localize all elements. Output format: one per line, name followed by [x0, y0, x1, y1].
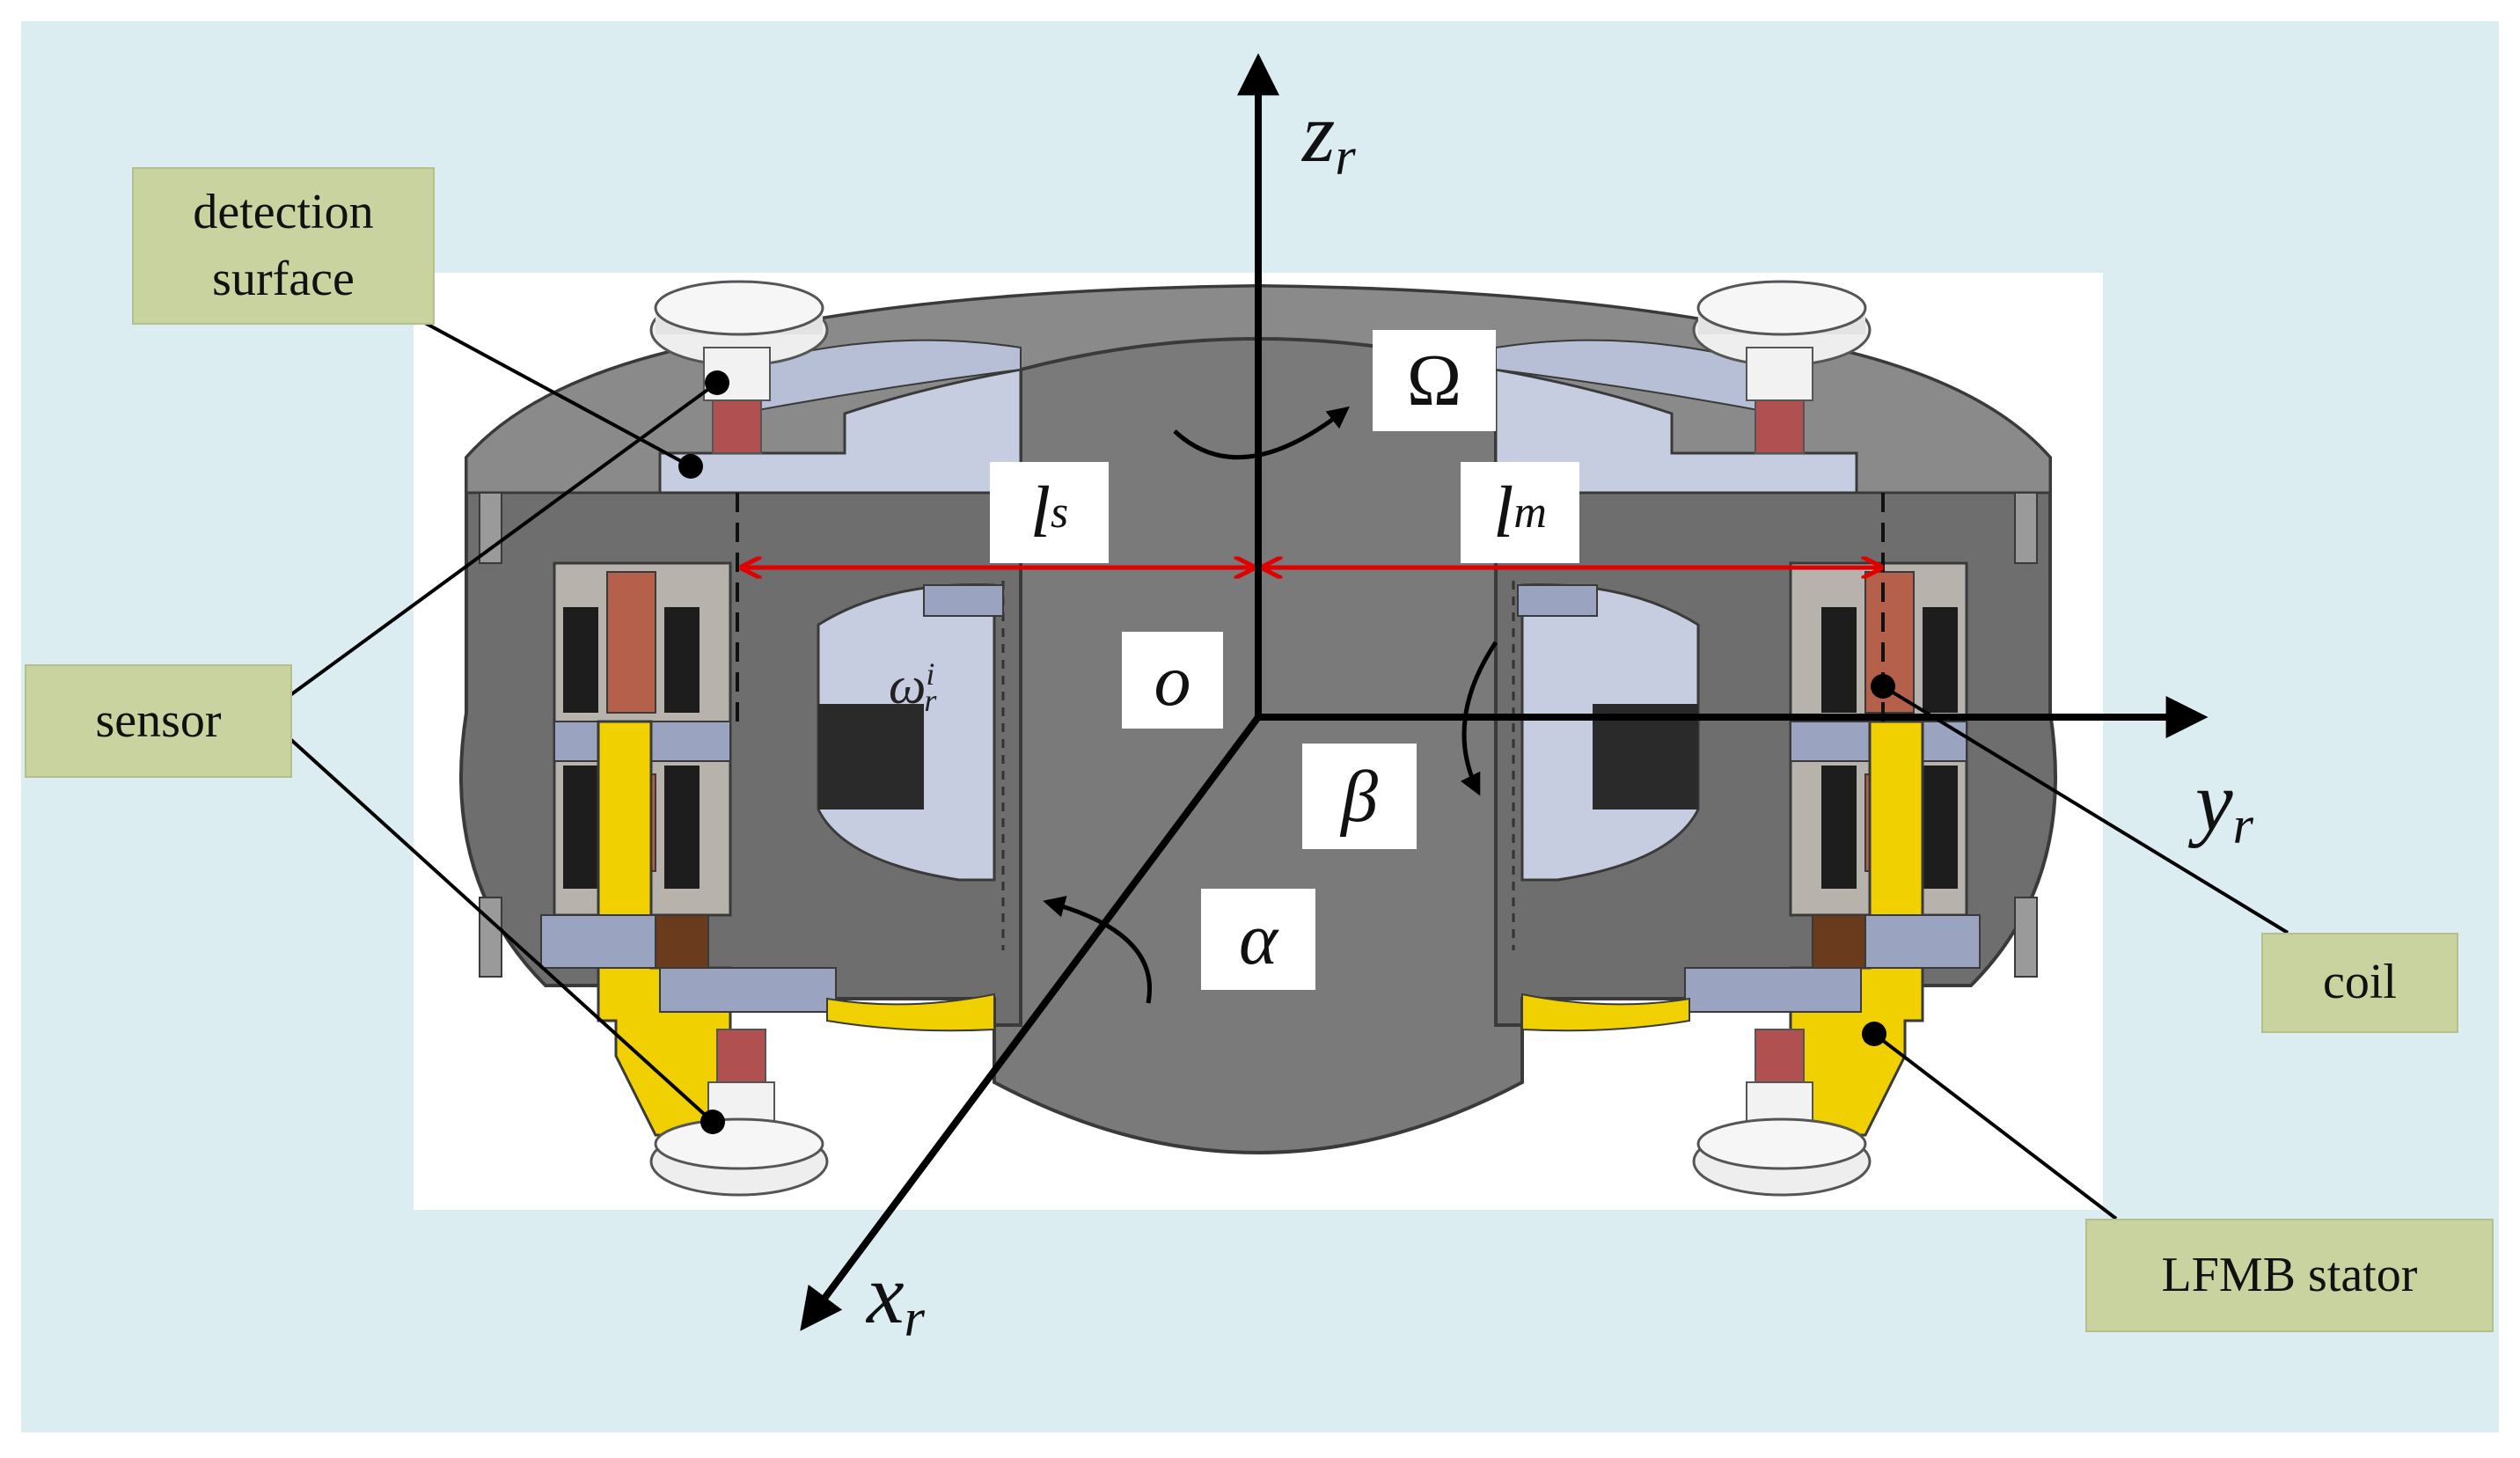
- sensor-label: sensor: [25, 664, 292, 778]
- central-shaft: [993, 337, 1524, 1154]
- sensor-top-left: [649, 280, 829, 454]
- lfmb-stator-label: LFMB stator: [2085, 1219, 2494, 1332]
- y-axis-label: yr: [2195, 754, 2253, 854]
- right-stator: [1521, 561, 1981, 1137]
- coil-label: coil: [2261, 933, 2458, 1033]
- alpha-rotation-arrow: [1043, 896, 1152, 1004]
- beta-rotation-arrow: [1460, 641, 1498, 796]
- omega-rotor-speed-symbol: Ω: [1373, 330, 1496, 431]
- inner-rings: [817, 583, 1700, 882]
- z-axis-label: zr: [1302, 85, 1356, 186]
- sensor-top-right: [1692, 280, 1872, 454]
- leader-dots: [678, 370, 1895, 1134]
- housing-bolts: [479, 492, 2038, 978]
- alpha-angle-symbol: α: [1201, 889, 1315, 990]
- sensor-bottom-right: [1692, 1029, 1872, 1197]
- omega-r-i-symbol: ωir: [889, 656, 937, 718]
- leader-lines: [289, 315, 2289, 1220]
- x-axis: [800, 714, 1262, 1331]
- origin-symbol: o: [1122, 632, 1223, 729]
- left-stator: [540, 561, 995, 1137]
- x-axis-label: xr: [867, 1247, 925, 1347]
- detection-surface-label: detection surface: [132, 167, 435, 325]
- rotor-disc: [658, 339, 1858, 495]
- beta-angle-symbol: β: [1302, 744, 1417, 849]
- omega-rotation-arrow: [1173, 406, 1350, 460]
